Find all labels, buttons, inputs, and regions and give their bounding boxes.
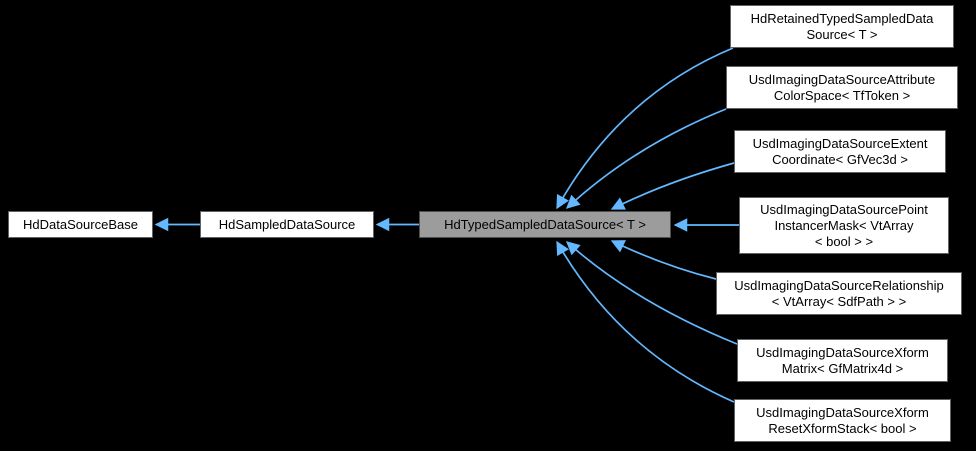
class-node-usd-imaging-data-source-attribute-color-space[interactable]: UsdImagingDataSourceAttribute ColorSpace… — [726, 66, 958, 109]
edge-d2-to-typed — [566, 108, 727, 209]
edge-d5-to-typed — [610, 240, 717, 280]
edge-d6-to-typed — [565, 241, 738, 345]
class-node-usd-imaging-data-source-relationship[interactable]: UsdImagingDataSourceRelationship < VtArr… — [716, 272, 962, 315]
class-node-hd-retained-typed-sampled-data-source[interactable]: HdRetainedTypedSampledData Source< T > — [730, 5, 954, 48]
edge-d3-to-typed — [610, 162, 735, 210]
class-node-hd-data-source-base[interactable]: HdDataSourceBase — [8, 211, 153, 238]
class-node-hd-sampled-data-source[interactable]: HdSampledDataSource — [200, 211, 374, 238]
class-node-usd-imaging-data-source-extent-coordinate[interactable]: UsdImagingDataSourceExtent Coordinate< G… — [734, 130, 946, 173]
class-node-hd-typed-sampled-data-source: HdTypedSampledDataSource< T > — [419, 211, 671, 238]
class-node-usd-imaging-data-source-xform-reset-xform-stack[interactable]: UsdImagingDataSourceXform ResetXformStac… — [734, 399, 951, 442]
edge-d1-to-typed — [556, 47, 734, 210]
class-node-usd-imaging-data-source-xform-matrix[interactable]: UsdImagingDataSourceXform Matrix< GfMatr… — [737, 339, 948, 382]
class-node-usd-imaging-data-source-point-instancer-mask[interactable]: UsdImagingDataSourcePoint InstancerMask<… — [739, 197, 949, 254]
edge-d7-to-typed — [556, 240, 735, 403]
